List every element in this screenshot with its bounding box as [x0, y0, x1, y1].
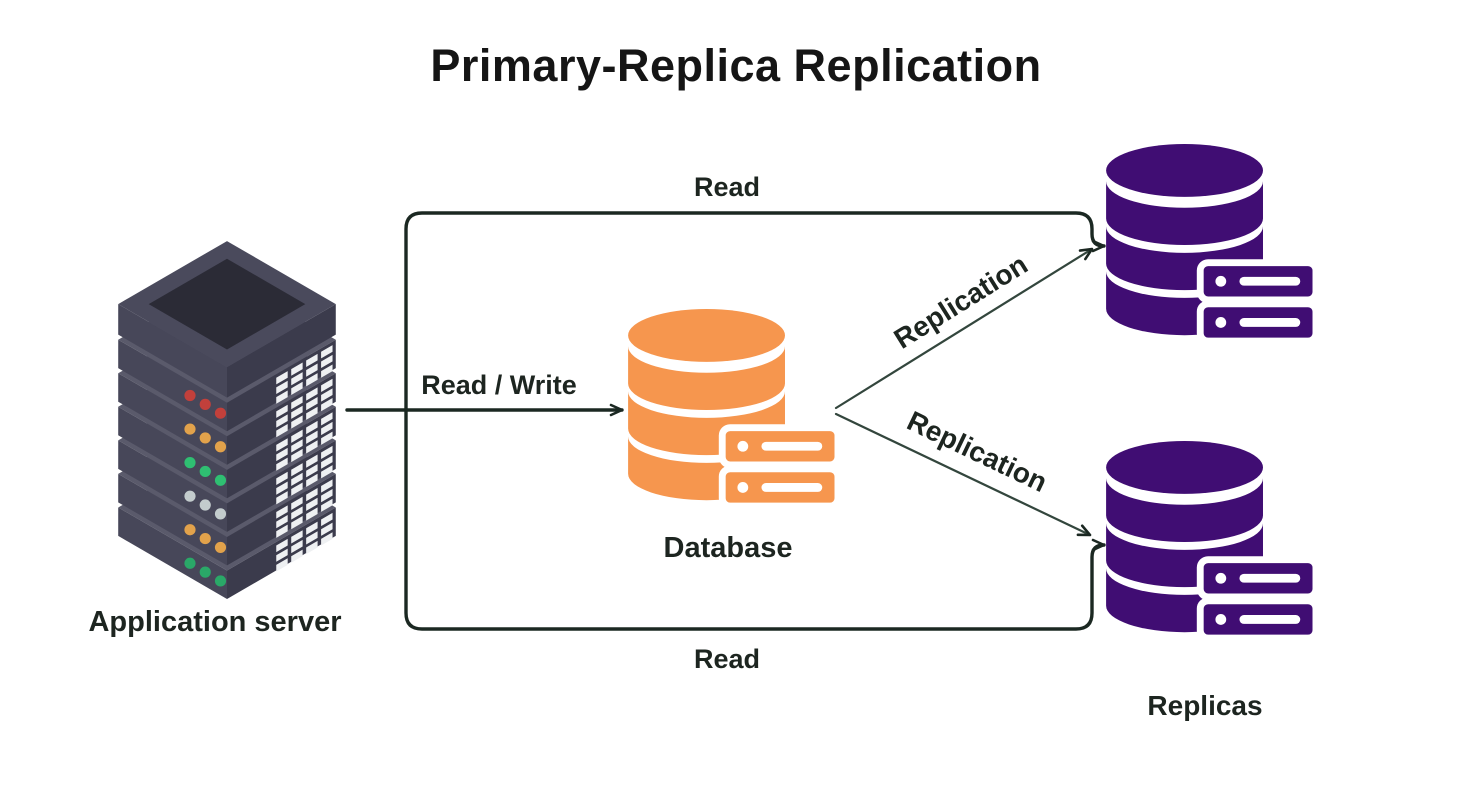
read-top-edge-label: Read	[693, 172, 761, 202]
application-server-label: Application server	[88, 606, 342, 638]
replica-bottom-icon	[1106, 440, 1318, 642]
database-icon	[628, 308, 840, 510]
replica-top-icon	[1106, 143, 1318, 345]
read-write-edge-label: Read / Write	[421, 370, 577, 400]
replication-arrow-bottom	[834, 412, 1092, 537]
read-bottom-edge-label: Read	[693, 644, 761, 674]
replication-arrow-top	[834, 247, 1094, 410]
replicas-label: Replicas	[1147, 690, 1263, 721]
read-arrow-top	[404, 211, 1106, 412]
read-arrow-bottom	[404, 408, 1106, 631]
database-label: Database	[663, 532, 793, 564]
application-server-icon	[118, 241, 336, 599]
page-title: Primary-Replica Replication	[430, 40, 1042, 91]
